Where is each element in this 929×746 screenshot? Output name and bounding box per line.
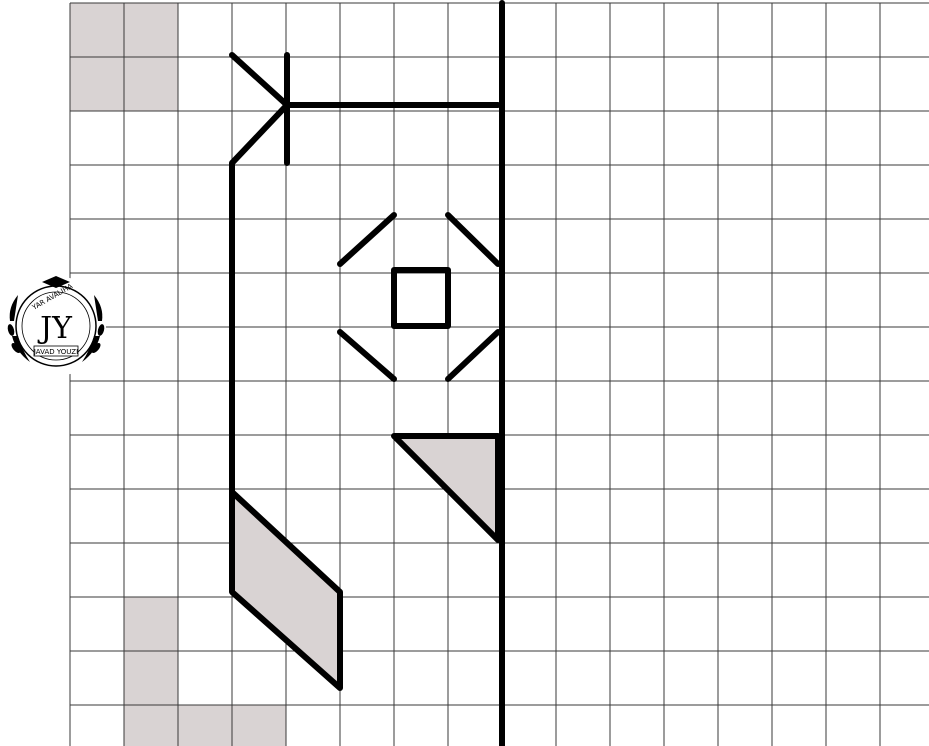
arrow-upper-stroke xyxy=(232,55,287,105)
shaded-cell xyxy=(70,57,124,111)
shaded-triangle xyxy=(394,436,498,540)
shaded-cell xyxy=(124,651,178,705)
shaded-cell xyxy=(70,3,124,57)
seal-monogram: JY xyxy=(37,311,73,346)
octagon-segment-top-left xyxy=(340,215,394,264)
octagon-segment-bottom-right xyxy=(448,332,498,379)
watermark-seal: YAR AVALIHA JY JAVAD YOUZI xyxy=(6,276,106,376)
shaded-cell xyxy=(124,3,178,57)
shaded-cell xyxy=(124,705,178,746)
shaded-cell xyxy=(178,705,232,746)
center-square xyxy=(394,270,448,326)
drawn-figure xyxy=(232,55,498,688)
seal-bottom-text: JAVAD YOUZI xyxy=(33,348,78,356)
octagon-segment-top-right xyxy=(448,215,498,264)
shaded-cell xyxy=(232,705,286,746)
shaded-cell xyxy=(124,597,178,651)
octagon-segment-bottom-left xyxy=(340,332,394,379)
shaded-cell xyxy=(124,57,178,111)
